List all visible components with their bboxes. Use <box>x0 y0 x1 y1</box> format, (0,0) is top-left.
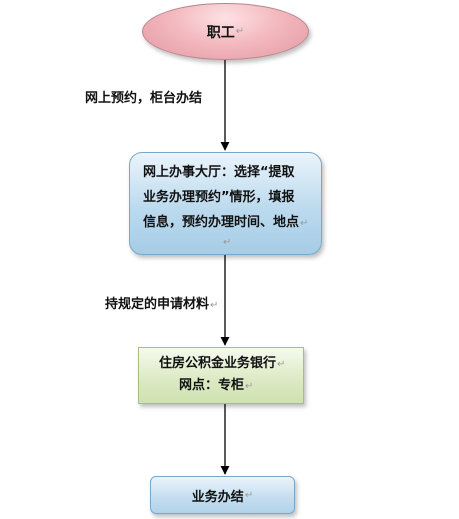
edge-label-materials-text: 持规定的申请材料 <box>105 297 210 312</box>
online-hall-line-2: 业务办理预约”情形，填报 <box>143 190 295 205</box>
complete-node: 业务办结↵ <box>150 476 295 514</box>
edge-label-materials: 持规定的申请材料↵ <box>105 293 218 312</box>
paragraph-mark-icon: ↵ <box>235 26 245 37</box>
paragraph-mark-icon: ↵ <box>277 359 286 370</box>
paragraph-mark-icon: ↵ <box>300 218 309 229</box>
online-hall-line-1: 网上办事大厅：选择“提取 <box>143 165 295 180</box>
paragraph-mark-icon: ↵ <box>244 489 254 501</box>
staff-node: 职工↵ <box>142 3 309 60</box>
paragraph-mark-icon: ↵ <box>223 237 232 248</box>
edge-label-online-booking: 网上预约，柜台办结 <box>85 91 203 106</box>
complete-label: 业务办结 <box>191 489 244 505</box>
paragraph-mark-icon: ↵ <box>245 381 254 392</box>
staff-label: 职工 <box>206 24 235 41</box>
bank-branch-node: 住房公积金业务银行↵ 网点：专柜↵ <box>138 347 304 404</box>
bank-branch-line-2: 网点：专柜 <box>179 378 245 393</box>
paragraph-mark-icon: ↵ <box>210 300 219 311</box>
online-hall-node: 网上办事大厅：选择“提取 业务办理预约”情形，填报 信息，预约办理时间、地点↵ … <box>129 152 322 255</box>
bank-branch-line-1: 住房公积金业务银行 <box>159 356 277 371</box>
online-hall-line-3: 信息，预约办理时间、地点 <box>143 215 300 230</box>
